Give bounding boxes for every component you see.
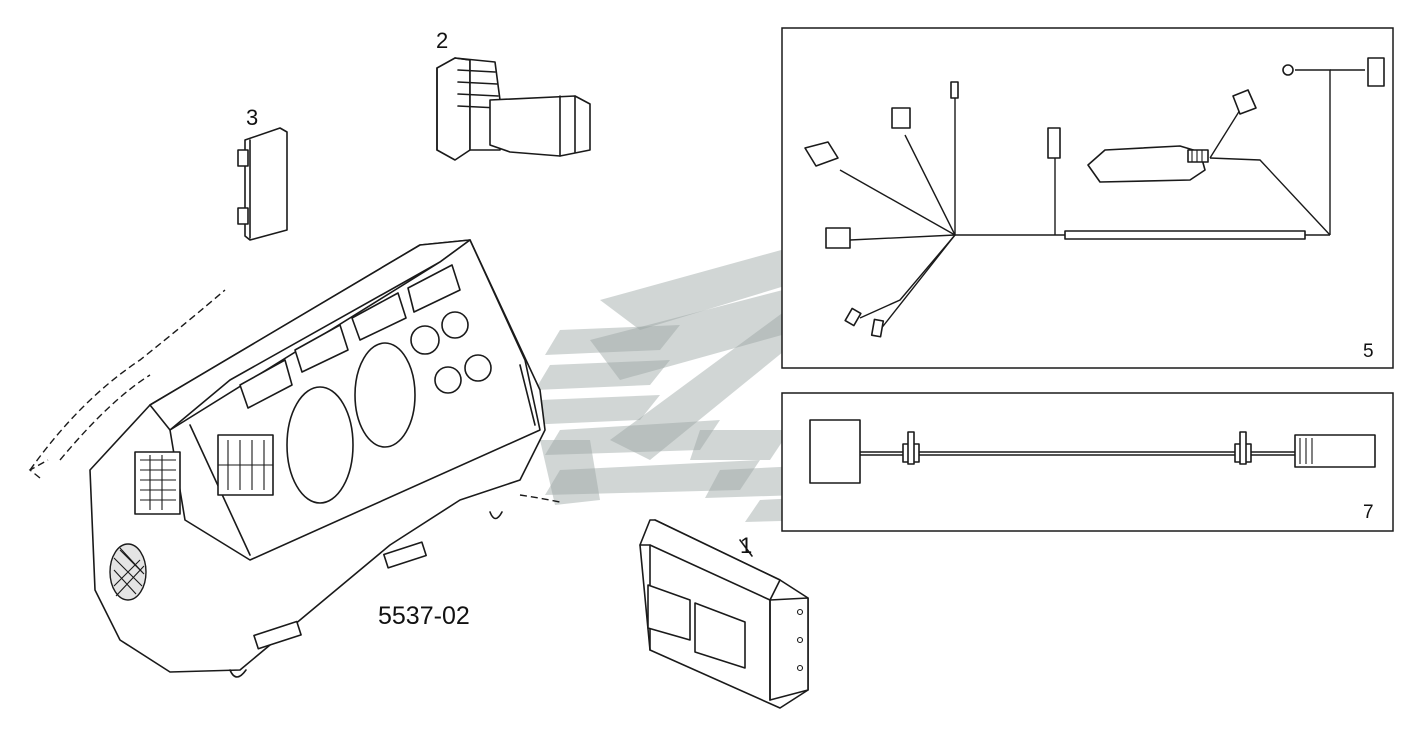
dashboard-assembly — [28, 239, 561, 678]
cable-panel: 7 — [781, 392, 1394, 532]
air-duct-part — [436, 57, 591, 161]
callout-2: 2 — [436, 28, 448, 53]
callout-1: 1 — [740, 533, 752, 558]
callout-5: 5 — [1363, 341, 1374, 362]
drawing-number: 5537-02 — [378, 602, 470, 630]
wiring-harness-panel: 5 — [781, 27, 1394, 369]
callout-7: 7 — [1363, 502, 1374, 523]
callout-3: 3 — [246, 105, 258, 130]
cover-plate-part — [237, 127, 288, 241]
control-unit-part — [639, 519, 809, 709]
